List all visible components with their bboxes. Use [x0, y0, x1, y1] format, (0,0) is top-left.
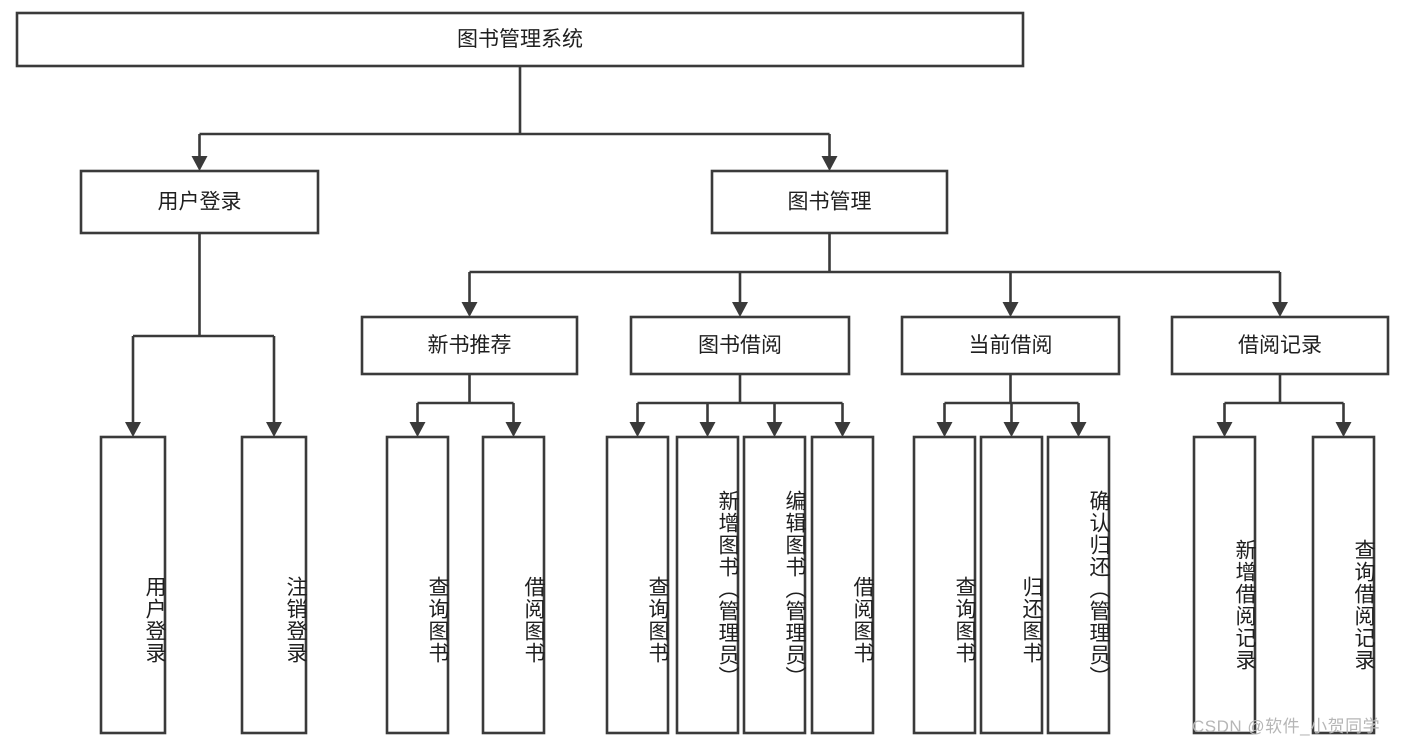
node-borrow-record-label: 借阅记录 [1238, 334, 1322, 357]
node-book-borrow[interactable]: 图书借阅 [629, 315, 851, 376]
leaf-node-leaf-query-book-current-rect[interactable] [912, 435, 977, 735]
watermark: CSDN @软件_小贺同学 [1192, 717, 1381, 736]
connector-borrow-record-to-leaves [1216, 374, 1352, 437]
leaf-node-leaf-query-borrow-record-rect[interactable] [1311, 435, 1376, 735]
node-root[interactable]: 图书管理系统 [15, 11, 1025, 68]
connector-current-borrow-to-leaves-arrowhead-0 [936, 422, 953, 437]
node-book-borrow-rect[interactable] [629, 315, 851, 376]
leaf-node-leaf-logout-rect[interactable] [240, 435, 308, 735]
node-book-management-rect[interactable] [710, 169, 949, 235]
node-current-borrow[interactable]: 当前借阅 [900, 315, 1121, 376]
leaf-node-leaf-query-book-recommend[interactable] [385, 435, 450, 735]
node-book-management-label: 图书管理 [788, 191, 872, 214]
connector-new-book-recommend-to-leaves [409, 374, 522, 437]
connector-current-borrow-to-leaves-arrowhead-2 [1070, 422, 1087, 437]
connector-book-borrow-to-leaves-arrowhead-0 [629, 422, 646, 437]
leaf-node-leaf-add-book-rect[interactable] [675, 435, 740, 735]
leaf-node-leaf-edit-book[interactable] [742, 435, 807, 735]
connector-current-borrow-to-leaves-arrowhead-1 [1003, 422, 1020, 437]
leaf-node-leaf-borrow-book-recommend[interactable] [481, 435, 546, 735]
connector-user-login-to-leaves-arrowhead-1 [266, 422, 282, 437]
connector-book-management-to-level3-arrowhead-1 [732, 302, 748, 317]
connector-book-borrow-to-leaves-arrowhead-2 [766, 422, 783, 437]
leaf-node-leaf-query-borrow-record[interactable] [1311, 435, 1376, 735]
node-current-borrow-label: 当前借阅 [969, 334, 1053, 357]
connector-root-to-level2-arrowhead-0 [191, 156, 208, 171]
leaf-node-leaf-user-login-rect[interactable] [99, 435, 167, 735]
connectors-layer [125, 66, 1352, 437]
connector-current-borrow-to-leaves [936, 374, 1087, 437]
connector-book-management-to-level3-arrowhead-0 [461, 302, 478, 317]
node-borrow-record-rect[interactable] [1170, 315, 1390, 376]
connector-root-to-level2-arrowhead-1 [821, 156, 838, 171]
node-current-borrow-rect[interactable] [900, 315, 1121, 376]
leaf-node-leaf-user-login[interactable] [99, 435, 167, 735]
node-new-book-recommend[interactable]: 新书推荐 [360, 315, 579, 376]
leaf-node-leaf-query-book-borrow-rect[interactable] [605, 435, 670, 735]
node-user-login-rect[interactable] [79, 169, 320, 235]
node-root-label: 图书管理系统 [457, 28, 583, 51]
connector-book-management-to-level3-arrowhead-2 [1002, 302, 1019, 317]
node-new-book-recommend-label: 新书推荐 [428, 334, 512, 357]
leaf-node-leaf-logout[interactable] [240, 435, 308, 735]
connector-new-book-recommend-to-leaves-arrowhead-0 [409, 422, 426, 437]
leaf-node-leaf-borrow-book[interactable] [810, 435, 875, 735]
node-borrow-record[interactable]: 借阅记录 [1170, 315, 1390, 376]
connector-book-management-to-level3-arrowhead-3 [1272, 302, 1288, 317]
node-book-management[interactable]: 图书管理 [710, 169, 949, 235]
leaf-node-leaf-query-book-borrow[interactable] [605, 435, 670, 735]
connector-user-login-to-leaves-arrowhead-0 [125, 422, 141, 437]
connector-borrow-record-to-leaves-arrowhead-1 [1335, 422, 1352, 437]
connector-book-management-to-level3 [461, 233, 1288, 317]
node-root-rect[interactable] [15, 11, 1025, 68]
connector-book-borrow-to-leaves-arrowhead-1 [699, 422, 716, 437]
node-user-login-label: 用户登录 [158, 191, 242, 214]
leaf-node-leaf-borrow-book-rect[interactable] [810, 435, 875, 735]
connector-book-borrow-to-leaves [629, 374, 851, 437]
leaf-node-leaf-add-borrow-record[interactable] [1192, 435, 1257, 735]
node-user-login[interactable]: 用户登录 [79, 169, 320, 235]
leaf-node-leaf-confirm-return-rect[interactable] [1046, 435, 1111, 735]
connector-new-book-recommend-to-leaves-arrowhead-1 [505, 422, 522, 437]
leaf-node-leaf-return-book-rect[interactable] [979, 435, 1044, 735]
leaf-node-leaf-edit-book-rect[interactable] [742, 435, 807, 735]
node-new-book-recommend-rect[interactable] [360, 315, 579, 376]
node-book-borrow-label: 图书借阅 [698, 334, 782, 357]
leaf-node-leaf-confirm-return[interactable] [1046, 435, 1111, 735]
leaf-node-leaf-borrow-book-recommend-rect[interactable] [481, 435, 546, 735]
connector-root-to-level2 [191, 66, 838, 171]
connector-user-login-to-leaves [125, 233, 282, 437]
connector-borrow-record-to-leaves-arrowhead-0 [1216, 422, 1233, 437]
leaf-node-leaf-query-book-recommend-rect[interactable] [385, 435, 450, 735]
leaf-node-leaf-query-book-current[interactable] [912, 435, 977, 735]
connector-book-borrow-to-leaves-arrowhead-3 [834, 422, 851, 437]
leaf-node-leaf-add-book[interactable] [675, 435, 740, 735]
leaf-node-leaf-return-book[interactable] [979, 435, 1044, 735]
leaf-node-leaf-add-borrow-record-rect[interactable] [1192, 435, 1257, 735]
